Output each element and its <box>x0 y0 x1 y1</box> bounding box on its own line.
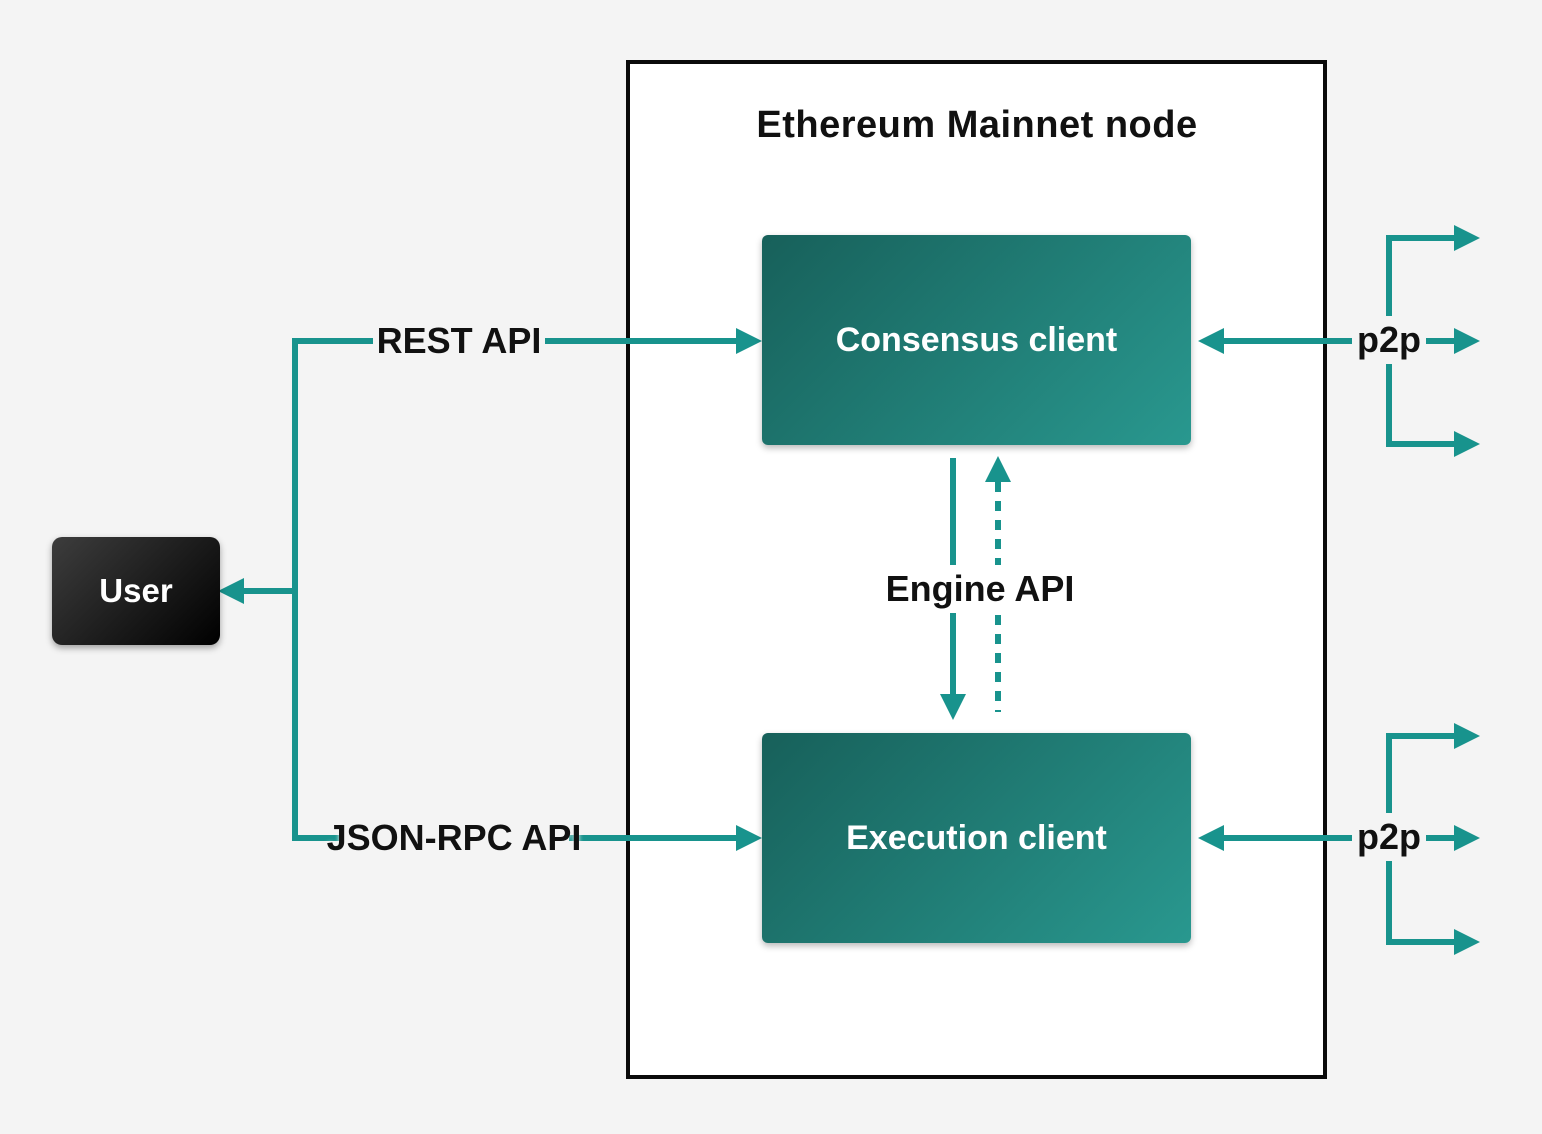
p2p-execution-label: p2p <box>1352 813 1426 861</box>
p2p-consensus-right-arrowhead-icon <box>1454 328 1480 354</box>
p2p-execution-left-arrowhead-icon <box>1198 825 1224 851</box>
p2p-consensus-top-arrowhead-icon <box>1454 225 1480 251</box>
p2p-execution-right-line <box>1422 835 1454 841</box>
p2p-execution-top-arrowhead-icon <box>1454 723 1480 749</box>
engine-api-down-arrowhead-icon <box>940 694 966 720</box>
p2p-consensus-left-arrowhead-icon <box>1198 328 1224 354</box>
p2p-consensus-bottom-arrowhead-icon <box>1454 431 1480 457</box>
engine-api-up-arrowhead-icon <box>985 456 1011 482</box>
node-title: Ethereum Mainnet node <box>756 104 1198 146</box>
execution-client-label: Execution client <box>846 818 1107 857</box>
user-arrow-line <box>242 588 298 594</box>
p2p-execution-top-branch-line <box>1386 733 1454 739</box>
engine-api-label: Engine API <box>886 565 1074 613</box>
p2p-consensus-label: p2p <box>1352 316 1426 364</box>
rest-api-arrowhead-icon <box>736 328 762 354</box>
p2p-execution-bottom-branch-line <box>1386 939 1454 945</box>
p2p-consensus-bottom-branch-line <box>1386 441 1454 447</box>
consensus-client-label: Consensus client <box>835 320 1118 359</box>
consensus-client-box: Consensus client <box>762 235 1191 445</box>
p2p-consensus-right-line <box>1422 338 1454 344</box>
json-rpc-api-arrowhead-icon <box>736 825 762 851</box>
user-box: User <box>52 537 220 645</box>
p2p-execution-bottom-arrowhead-icon <box>1454 929 1480 955</box>
rest-api-label: REST API <box>373 317 545 365</box>
json-rpc-api-label: JSON-RPC API <box>327 814 581 862</box>
p2p-execution-left-line <box>1224 835 1358 841</box>
user-arrowhead-icon <box>218 578 244 604</box>
user-label: User <box>99 572 173 609</box>
p2p-execution-right-arrowhead-icon <box>1454 825 1480 851</box>
p2p-consensus-top-branch-line <box>1386 235 1454 241</box>
execution-client-box: Execution client <box>762 733 1191 943</box>
p2p-consensus-left-line <box>1224 338 1358 344</box>
